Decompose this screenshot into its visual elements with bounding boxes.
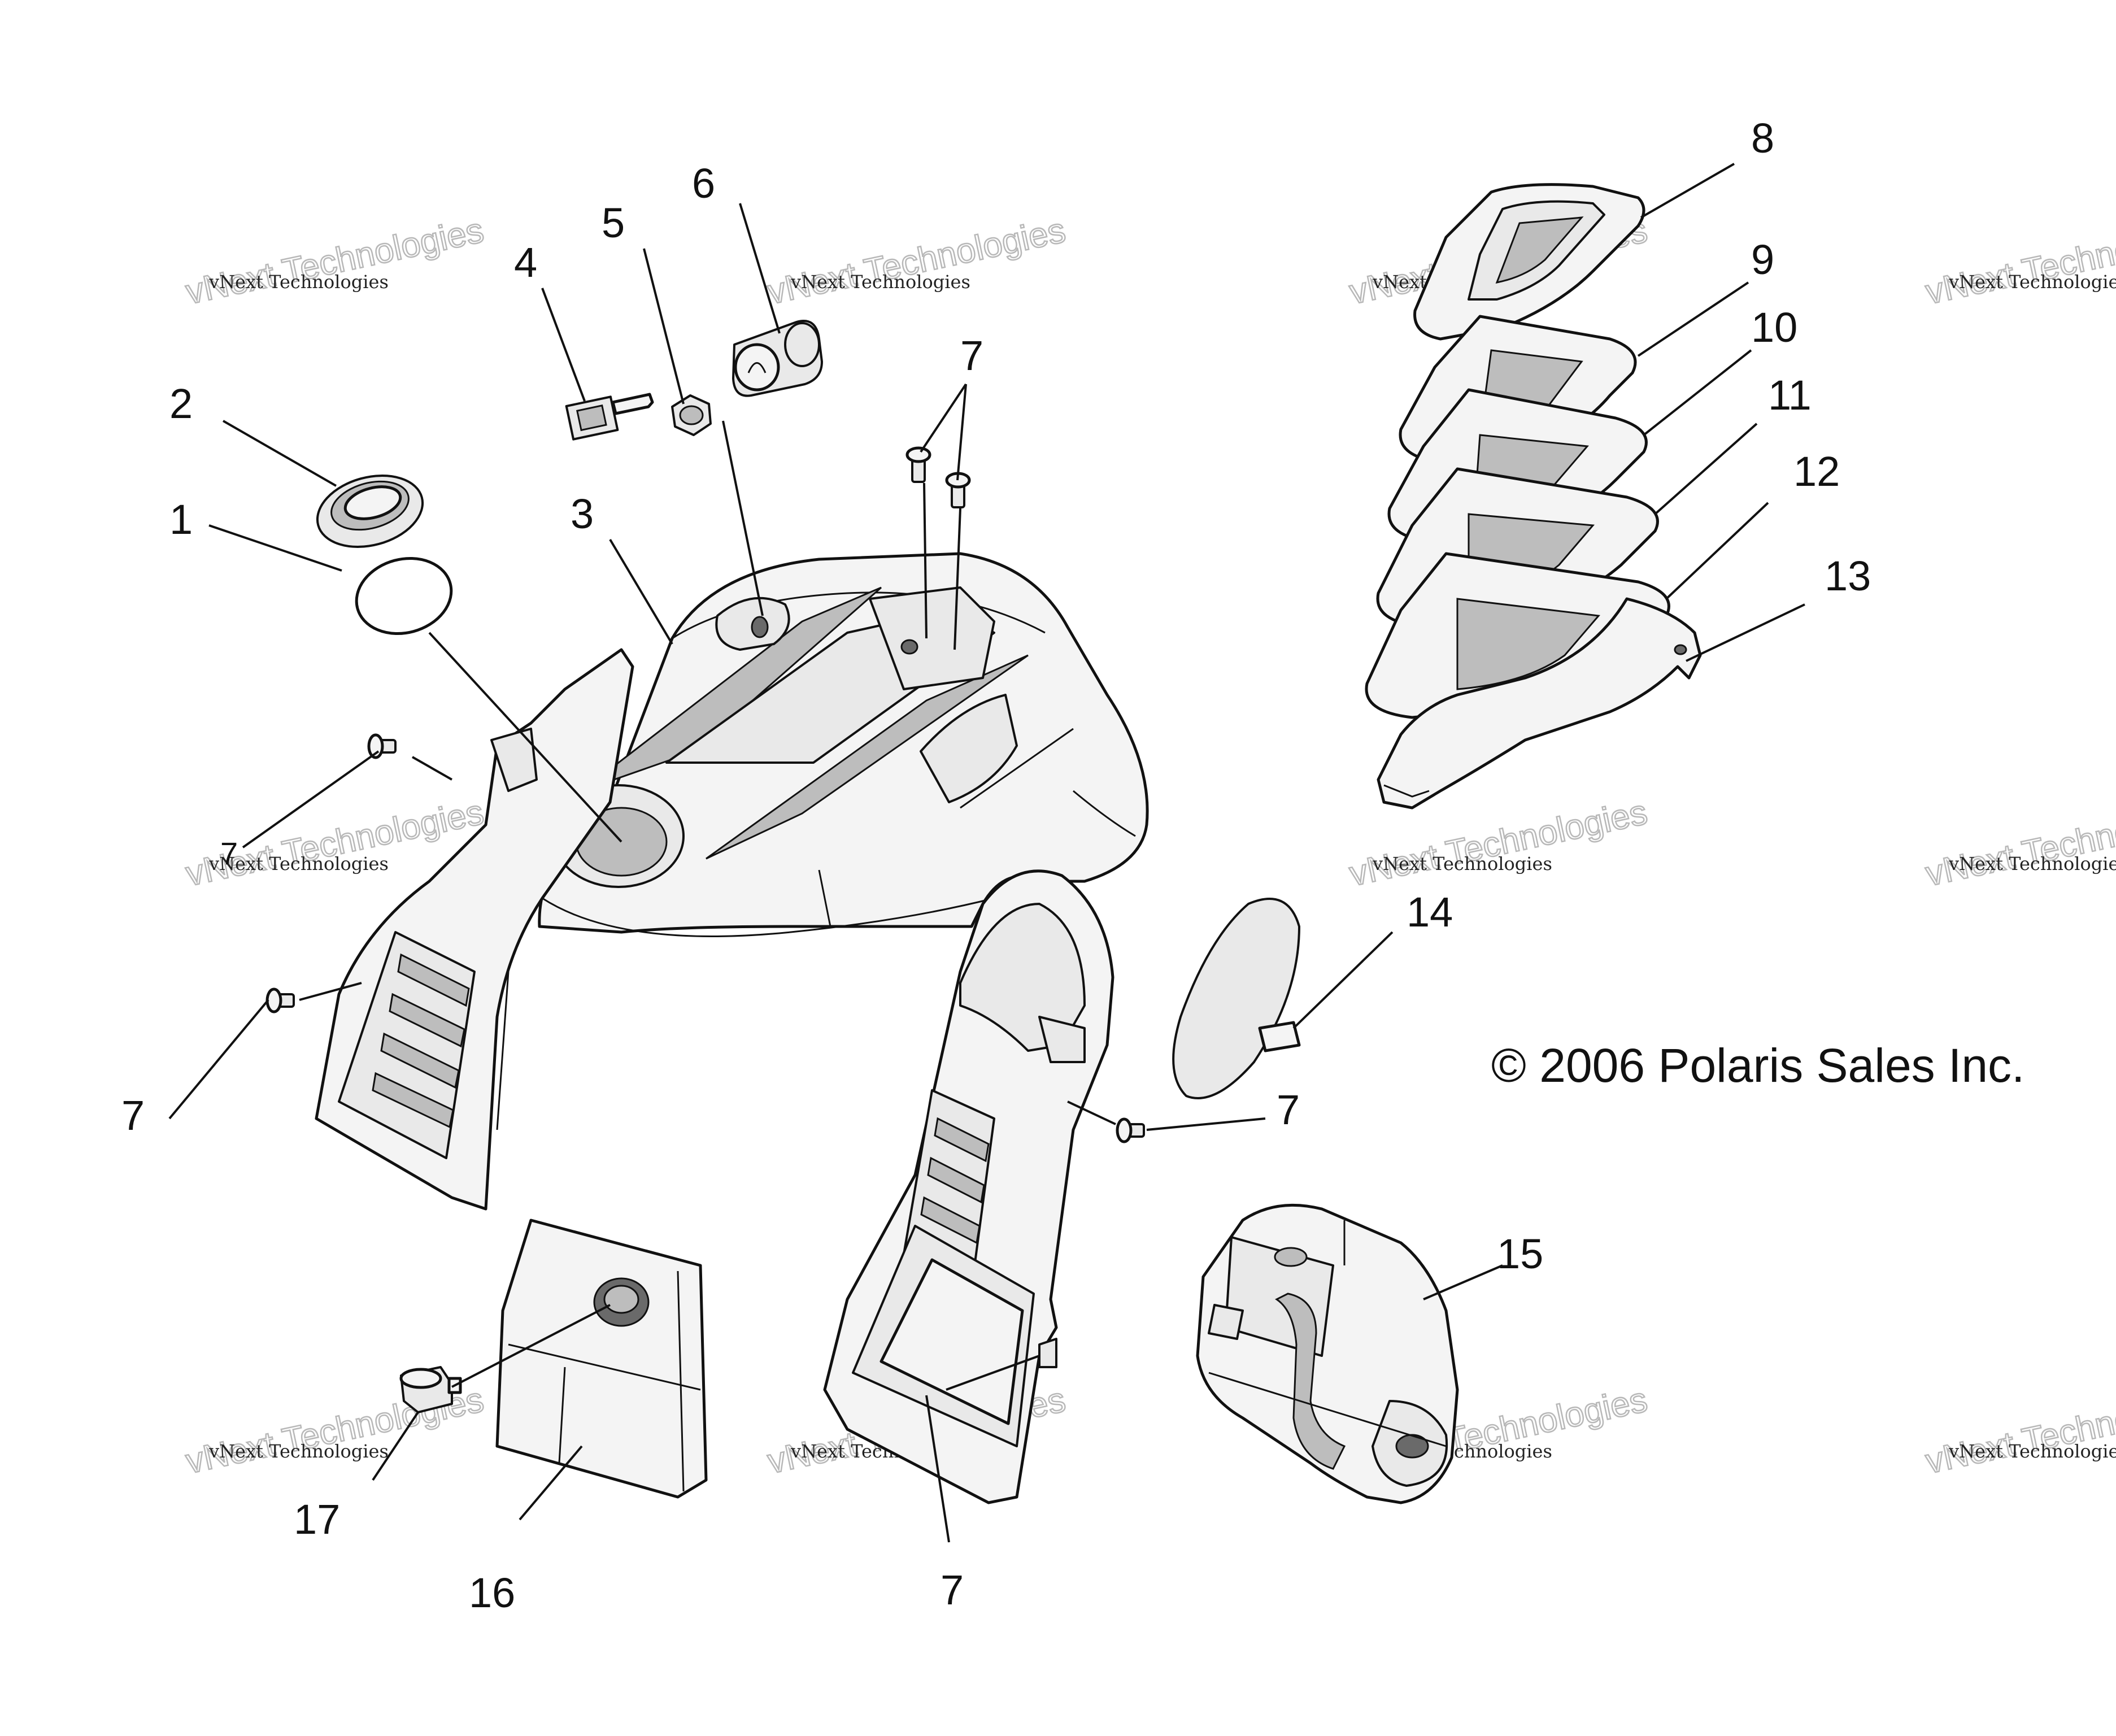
part-6-ignition-switch — [732, 320, 823, 397]
callout-5: 5 — [602, 199, 625, 246]
part-7-screw — [367, 733, 397, 759]
part-7-screw — [265, 987, 295, 1013]
part-2-gauge-bezel — [316, 475, 424, 548]
part-15-storage-bin — [1196, 1203, 1459, 1504]
watermark-outline-text: vNext Technologies — [182, 211, 487, 312]
watermark-outline-text: vNext Technologies — [764, 211, 1069, 312]
watermark-outline-text: vNext Technologies — [1922, 211, 2116, 312]
part-17-lid-knob — [399, 1366, 462, 1413]
watermark-outline-text: vNext Technologies — [1922, 793, 2116, 894]
callout-6: 6 — [692, 160, 715, 207]
copyright-notice: © 2006 Polaris Sales Inc. — [1491, 1039, 2024, 1092]
watermark: vNext Technologies vNext Technologies — [1922, 1380, 2116, 1482]
watermark-text: vNext Technologies — [1372, 853, 1552, 874]
callout-4: 4 — [514, 239, 537, 286]
callout-16: 16 — [469, 1569, 515, 1616]
watermark: vNext Technologies vNext Technologies — [764, 210, 1070, 313]
part-13-gauge-base — [1377, 597, 1702, 810]
watermark-text: vNext Technologies — [1948, 271, 2116, 293]
watermark-text: vNext Technologies — [208, 853, 389, 874]
watermark-outline-text: vNext Technologies — [1922, 1380, 2116, 1481]
part-7-screw — [945, 472, 971, 508]
left-side-panel — [315, 648, 634, 1211]
callout-3: 3 — [571, 490, 594, 537]
watermark-text: vNext Technologies — [208, 1441, 389, 1462]
right-side-panel — [823, 869, 1114, 1504]
callout-15: 15 — [1497, 1230, 1543, 1277]
watermark-outline-text: vNext Technologies — [1346, 793, 1651, 894]
part-8-gauge-cover — [1413, 183, 1645, 341]
watermark: vNext Technologies vNext Technologies — [1346, 792, 1652, 895]
callout-9: 9 — [1751, 236, 1774, 283]
part-7-screw — [1116, 1117, 1145, 1143]
part-16-storage-lid — [495, 1219, 708, 1499]
callout-7-mid-left: 7 — [220, 836, 238, 871]
callout-14: 14 — [1407, 889, 1453, 936]
part-14-mirror — [1172, 898, 1301, 1099]
callout-11: 11 — [1768, 372, 1812, 419]
part-4-ignition-key — [565, 393, 654, 441]
callout-7-left: 7 — [121, 1092, 145, 1139]
watermark: vNext Technologies vNext Technologies — [1922, 210, 2116, 313]
watermark: vNext Technologies vNext Technologies — [182, 210, 488, 313]
watermark-text: vNext Technologies — [1948, 853, 2116, 874]
callout-7-top: 7 — [960, 332, 983, 379]
callout-1: 1 — [169, 496, 193, 543]
callout-12: 12 — [1793, 448, 1840, 495]
callout-10: 10 — [1751, 304, 1797, 351]
callout-7-bottom: 7 — [941, 1567, 964, 1613]
callout-7-right: 7 — [1277, 1086, 1300, 1133]
callout-2: 2 — [169, 380, 193, 427]
callout-8: 8 — [1751, 115, 1774, 162]
part-5-switch-nut — [671, 394, 712, 436]
watermark-text: vNext Technologies — [1948, 1441, 2116, 1462]
leader-lines — [168, 163, 1805, 1543]
part-1-o-ring — [355, 556, 453, 636]
callout-labels: 2 1 3 4 5 6 7 7 7 7 7 8 9 10 11 12 13 14… — [121, 115, 1871, 1616]
callout-13: 13 — [1825, 552, 1871, 599]
watermark-text: vNext Technologies — [790, 271, 970, 293]
watermark-text: vNext Technologies — [208, 271, 389, 293]
watermark: vNext Technologies vNext Technologies — [1922, 792, 2116, 895]
part-7-screw — [905, 446, 931, 483]
callout-17: 17 — [294, 1496, 340, 1543]
